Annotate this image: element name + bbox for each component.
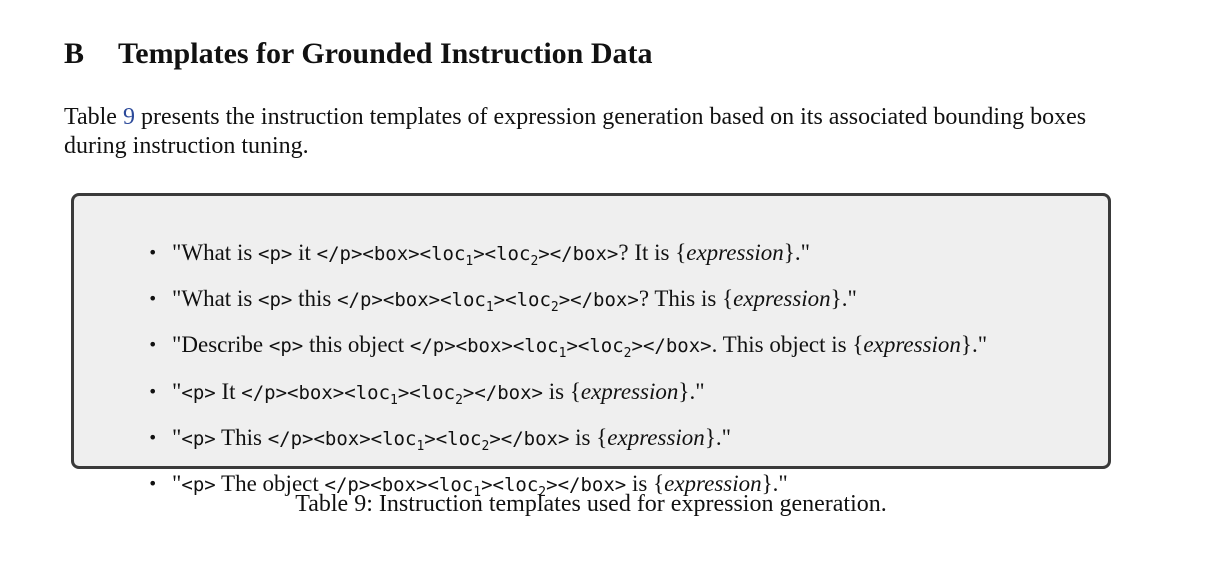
intro-text-end: presents the instruction templates of ex… <box>64 104 1087 159</box>
bullet-icon: • <box>148 427 158 447</box>
bullet-icon: • <box>148 289 158 309</box>
template-item: •"What is <p> this </p><box><loc1><loc2>… <box>144 280 987 326</box>
bullet-icon: • <box>148 474 158 494</box>
intro-text-start: Table <box>64 104 123 130</box>
bullet-icon: • <box>148 381 158 401</box>
section-number: B <box>64 37 85 70</box>
template-item: •"Describe <p> this object </p><box><loc… <box>144 326 987 372</box>
template-item: •"<p> This </p><box><loc1><loc2></box> i… <box>144 419 987 465</box>
table-caption: Table 9: Instruction templates used for … <box>295 491 887 517</box>
template-item: •"What is <p> it </p><box><loc1><loc2></… <box>144 234 987 280</box>
table-reference-link[interactable]: 9 <box>122 104 135 130</box>
template-item: •"<p> It </p><box><loc1><loc2></box> is … <box>144 373 987 419</box>
bullet-icon: • <box>148 243 158 262</box>
section-title: Templates for Grounded Instruction Data <box>118 37 653 70</box>
templates-table-box: •"What is <p> it </p><box><loc1><loc2></… <box>71 193 1111 500</box>
template-list: •"What is <p> it </p><box><loc1><loc2></… <box>144 234 987 511</box>
intro-paragraph: Table 9 presents the instruction templat… <box>64 103 1154 161</box>
template-item: •"<p> The object </p><box><loc1><loc2></… <box>144 465 987 511</box>
bullet-icon: • <box>148 335 158 355</box>
section-heading: B Templates for Grounded Instruction Data <box>64 34 653 74</box>
